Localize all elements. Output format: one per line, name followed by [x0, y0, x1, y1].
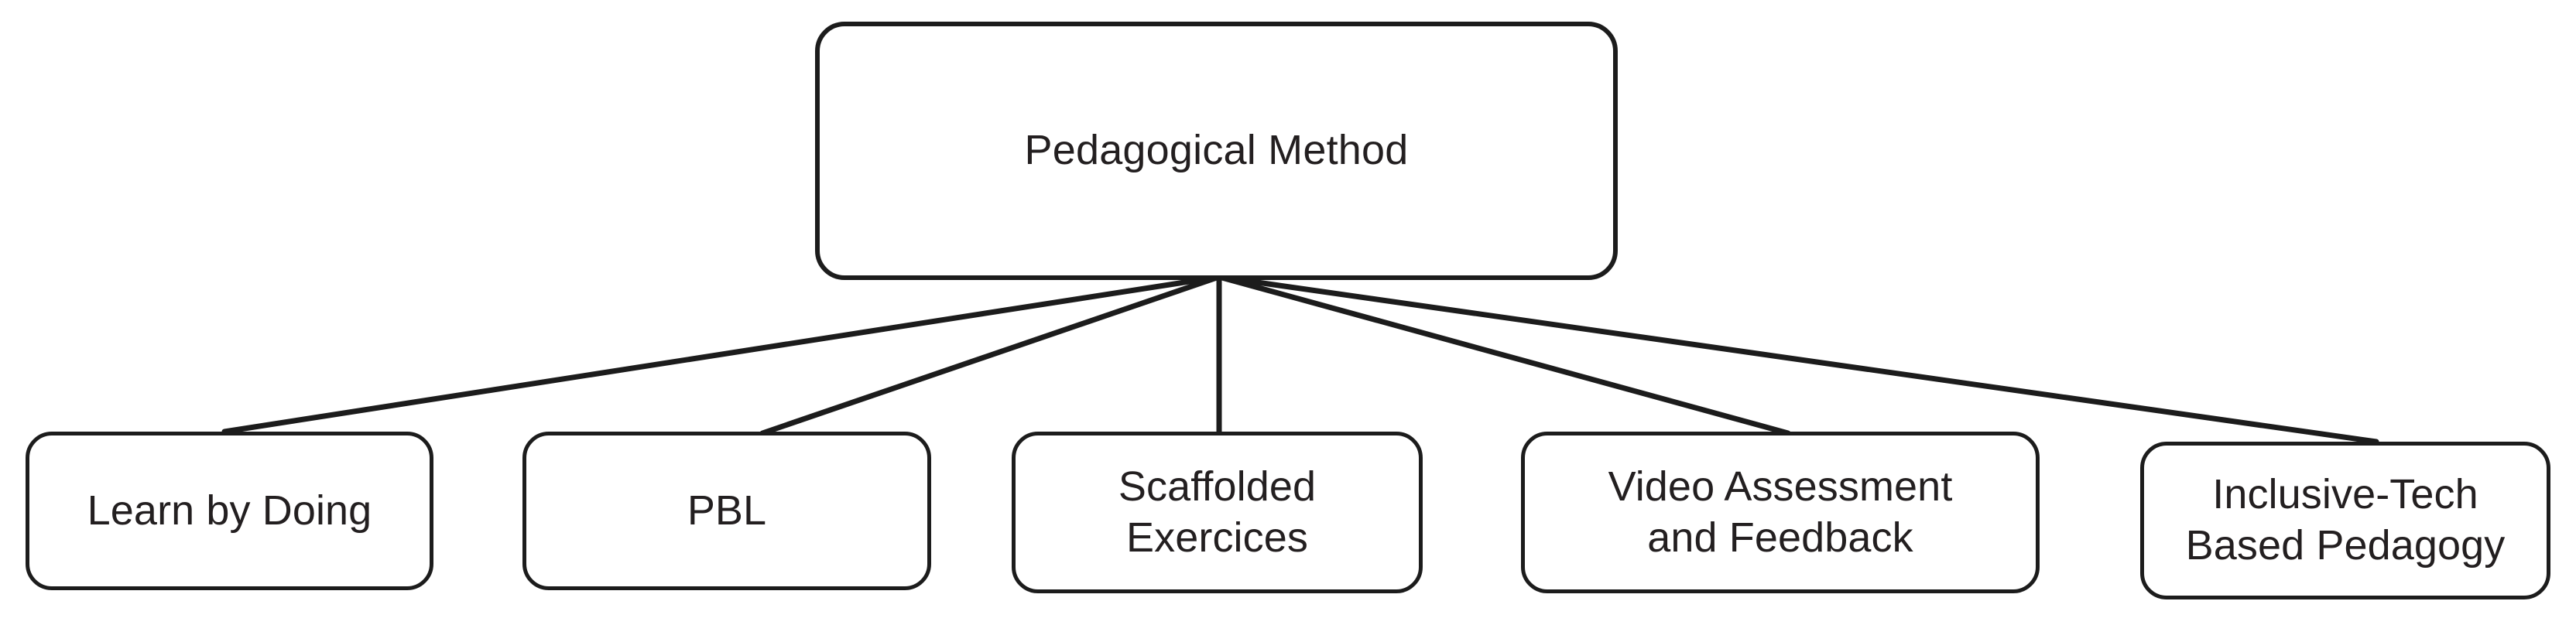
node-label-inclusive-tech-based-pedagogy: Inclusive-Tech Based Pedagogy: [2185, 471, 2506, 569]
connector-video-assessment-and-feedback: [1216, 274, 1791, 436]
connector-pbl: [759, 274, 1222, 436]
node-video-assessment-and-feedback[interactable]: Video Assessment and Feedback: [1521, 432, 2040, 593]
connector-learn-by-doing: [221, 274, 1222, 435]
connector-inclusive-tech-based-pedagogy: [1216, 274, 2379, 445]
node-pedagogical-method[interactable]: Pedagogical Method: [815, 22, 1618, 280]
node-label-pedagogical-method: Pedagogical Method: [1024, 127, 1409, 174]
node-label-video-assessment-and-feedback: Video Assessment and Feedback: [1608, 463, 1953, 561]
node-label-learn-by-doing: Learn by Doing: [87, 487, 372, 534]
node-label-scaffolded-exercices: Scaffolded Exercices: [1118, 463, 1317, 561]
node-label-pbl: PBL: [687, 487, 767, 534]
node-inclusive-tech-based-pedagogy[interactable]: Inclusive-Tech Based Pedagogy: [2140, 442, 2550, 599]
node-scaffolded-exercices[interactable]: Scaffolded Exercices: [1012, 432, 1423, 593]
node-pbl[interactable]: PBL: [522, 432, 931, 590]
node-learn-by-doing[interactable]: Learn by Doing: [26, 432, 433, 590]
